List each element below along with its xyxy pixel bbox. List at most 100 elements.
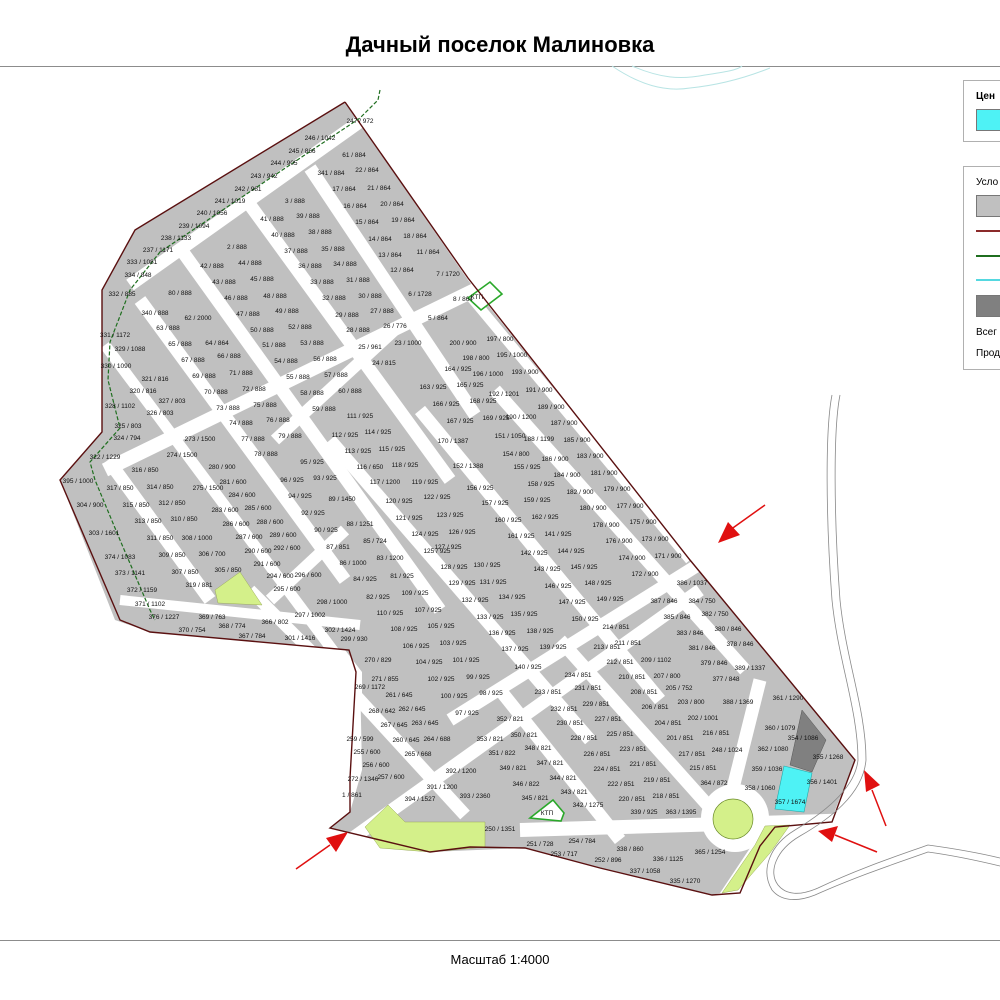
plot-label[interactable]: 50 / 888 [250, 327, 274, 334]
plot-label[interactable]: 345 / 821 [521, 795, 548, 802]
plot-label[interactable]: 148 / 925 [584, 580, 611, 587]
plot-label[interactable]: 373 / 1141 [115, 570, 146, 577]
plot-label[interactable]: 162 / 925 [531, 514, 558, 521]
plot-label[interactable]: 163 / 925 [419, 384, 446, 391]
plot-label[interactable]: 226 / 851 [583, 751, 610, 758]
plot-label[interactable]: 349 / 821 [499, 765, 526, 772]
plot-label[interactable]: 247 / 972 [346, 118, 373, 125]
plot-label[interactable]: 112 / 925 [332, 432, 359, 439]
plot-label[interactable]: 52 / 888 [288, 324, 312, 331]
plot-label[interactable]: 314 / 850 [146, 484, 173, 491]
plot-label[interactable]: 301 / 1416 [285, 635, 316, 642]
plot-label[interactable]: 206 / 851 [641, 704, 668, 711]
plot-label[interactable]: 3 / 888 [285, 198, 305, 205]
plot-label[interactable]: 260 / 645 [392, 737, 419, 744]
plot-label[interactable]: 101 / 925 [452, 657, 479, 664]
plot-label[interactable]: 64 / 864 [205, 340, 229, 347]
plot-label[interactable]: 174 / 900 [618, 555, 645, 562]
plot-label[interactable]: 5 / 864 [428, 315, 448, 322]
plot-label[interactable]: 185 / 900 [563, 437, 590, 444]
plot-label[interactable]: 193 / 900 [511, 369, 538, 376]
plot-label[interactable]: 284 / 600 [228, 492, 255, 499]
plot-label[interactable]: 132 / 925 [461, 597, 488, 604]
plot-label[interactable]: 286 / 600 [222, 521, 249, 528]
plot-label[interactable]: 341 / 884 [317, 170, 344, 177]
plot-label[interactable]: 355 / 1268 [813, 754, 844, 761]
plot-label[interactable]: 120 / 925 [385, 498, 412, 505]
plot-label[interactable]: 339 / 925 [630, 809, 657, 816]
plot-label[interactable]: 233 / 851 [534, 689, 561, 696]
plot-label[interactable]: 315 / 850 [122, 502, 149, 509]
plot-label[interactable]: 175 / 900 [629, 519, 656, 526]
plot-label[interactable]: 264 / 688 [423, 736, 450, 743]
plot-label[interactable]: 287 / 600 [235, 534, 262, 541]
plot-label[interactable]: 303 / 1601 [89, 530, 120, 537]
plot-label[interactable]: 79 / 888 [278, 433, 302, 440]
plot-label[interactable]: 304 / 900 [76, 502, 103, 509]
plot-label[interactable]: 161 / 925 [507, 533, 534, 540]
plot-label[interactable]: 145 / 925 [570, 564, 597, 571]
plot-label[interactable]: 94 / 925 [288, 493, 312, 500]
plot-label[interactable]: 182 / 900 [566, 489, 593, 496]
plot-label[interactable]: 272 / 1346 [348, 776, 379, 783]
plot-label[interactable]: 224 / 851 [593, 766, 620, 773]
plot-label[interactable]: 179 / 900 [603, 486, 630, 493]
plot-label[interactable]: 340 / 888 [141, 310, 168, 317]
plot-label[interactable]: 364 / 872 [700, 780, 727, 787]
plot-label[interactable]: 27 / 888 [370, 308, 394, 315]
plot-label[interactable]: 361 / 1290 [773, 695, 804, 702]
plot-label[interactable]: 190 / 1200 [506, 414, 537, 421]
plot-label[interactable]: 166 / 925 [432, 401, 459, 408]
plot-label[interactable]: 351 / 822 [488, 750, 515, 757]
plot-label[interactable]: 127 / 925 [434, 544, 461, 551]
plot-label[interactable]: 330 / 1090 [101, 363, 132, 370]
plot-label[interactable]: 22 / 864 [355, 167, 379, 174]
plot-label[interactable]: 45 / 888 [250, 276, 274, 283]
plot-label[interactable]: 72 / 888 [242, 386, 266, 393]
plot-label[interactable]: 360 / 1079 [765, 725, 796, 732]
plot-label[interactable]: 395 / 1000 [63, 478, 94, 485]
plot-label[interactable]: 61 / 884 [342, 152, 366, 159]
plot-label[interactable]: 143 / 925 [533, 566, 560, 573]
plot-label[interactable]: 139 / 925 [539, 644, 566, 651]
plot-label[interactable]: 220 / 851 [618, 796, 645, 803]
plot-label[interactable]: 252 / 896 [594, 857, 621, 864]
plot-label[interactable]: 170 / 1387 [438, 438, 469, 445]
plot-label[interactable]: 87 / 851 [326, 544, 350, 551]
plot-label[interactable]: 356 / 1401 [807, 779, 838, 786]
plot-label[interactable]: 366 / 802 [261, 619, 288, 626]
plot-label[interactable]: 11 / 864 [416, 249, 439, 256]
plot-label[interactable]: 386 / 1037 [677, 580, 708, 587]
plot-label[interactable]: 54 / 888 [274, 358, 298, 365]
plot-label[interactable]: 223 / 851 [619, 746, 646, 753]
plot-label[interactable]: 371 / 1102 [135, 601, 166, 608]
plot-label[interactable]: 46 / 888 [224, 295, 248, 302]
plot-label[interactable]: 155 / 925 [513, 464, 540, 471]
plot-label[interactable]: 313 / 850 [134, 518, 161, 525]
plot-label[interactable]: 77 / 888 [241, 436, 265, 443]
plot-label[interactable]: 211 / 851 [615, 640, 642, 647]
plot-label[interactable]: 283 / 600 [211, 507, 238, 514]
plot-label[interactable]: 195 / 1000 [497, 352, 528, 359]
plot-label[interactable]: 57 / 888 [324, 372, 348, 379]
plot-label[interactable]: 75 / 888 [253, 402, 277, 409]
plot-label[interactable]: 62 / 2000 [184, 315, 211, 322]
plot-label[interactable]: 372 / 1159 [127, 587, 158, 594]
plot-label[interactable]: 159 / 925 [523, 497, 550, 504]
plot-label[interactable]: 227 / 851 [594, 716, 621, 723]
plot-label[interactable]: 307 / 850 [171, 569, 198, 576]
plot-label[interactable]: 17 / 864 [332, 186, 356, 193]
plot-label[interactable]: 275 / 1500 [193, 485, 224, 492]
plot-label[interactable]: 1 / 861 [342, 792, 362, 799]
plot-label[interactable]: 43 / 888 [212, 279, 236, 286]
plot-label[interactable]: 107 / 925 [414, 607, 441, 614]
plot-label[interactable]: 357 / 1674 [775, 799, 806, 806]
plot-label[interactable]: 353 / 821 [476, 736, 503, 743]
plot-label[interactable]: 151 / 1050 [495, 433, 526, 440]
plot-label[interactable]: 34 / 888 [333, 261, 357, 268]
plot-label[interactable]: 271 / 855 [371, 676, 398, 683]
plot-label[interactable]: 157 / 925 [481, 500, 508, 507]
plot-label[interactable]: 374 / 1083 [105, 554, 136, 561]
plot-label[interactable]: 60 / 888 [338, 388, 362, 395]
plot-label[interactable]: 156 / 925 [466, 485, 493, 492]
